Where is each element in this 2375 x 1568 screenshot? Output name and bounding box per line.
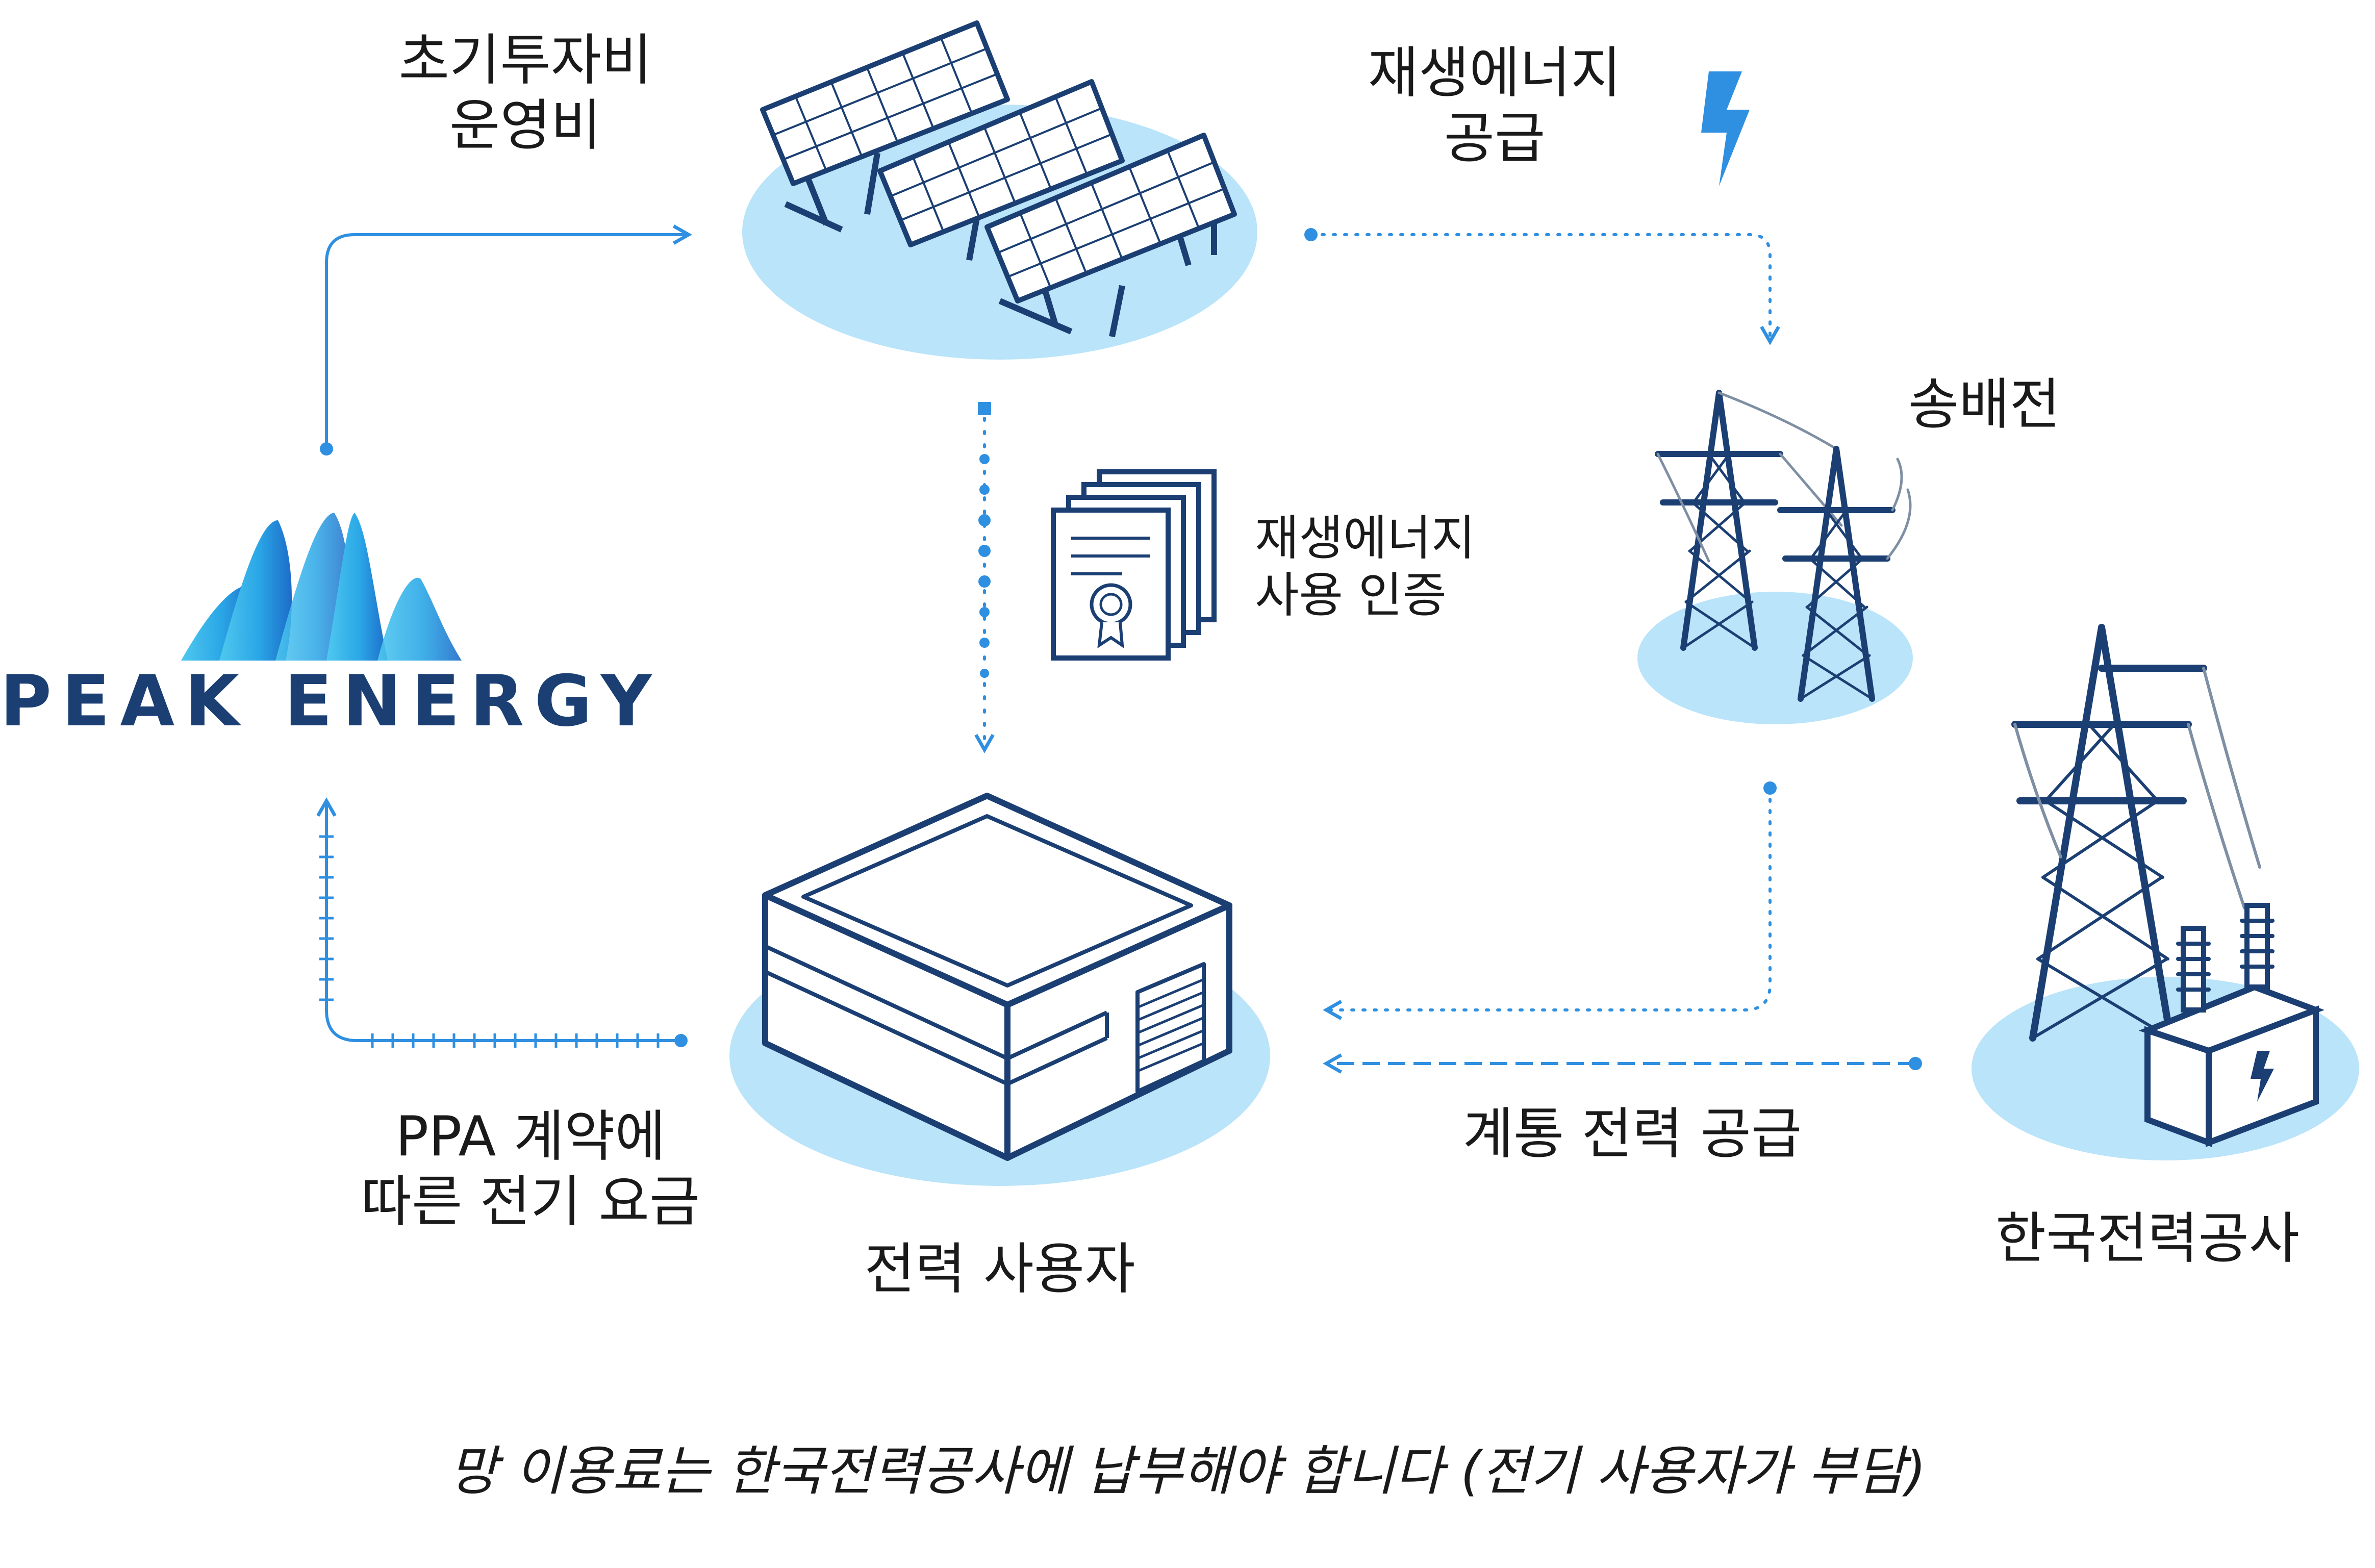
investment-label: 초기투자비 운영비	[377, 28, 673, 159]
investment-label-line-1: 초기투자비	[398, 29, 652, 92]
ppa-fee-label-line-2: 따른 전기 요금	[361, 1170, 700, 1234]
investment-arrow-origin	[320, 442, 333, 456]
certificate-stack-icon	[1051, 469, 1217, 661]
lightning-bolt-icon	[1701, 71, 1750, 186]
substation-transformer-icon	[2011, 624, 2325, 1147]
certificate-label-line-1: 재생에너지	[1255, 511, 1476, 566]
transmission-label: 송배전	[1908, 373, 2061, 437]
renewable-supply-label-line-1: 재생에너지	[1368, 41, 1622, 105]
ppa-fee-arrow	[316, 797, 681, 1042]
grid-supply-label: 계통 전력 공급	[1462, 1102, 1802, 1166]
footnote: 망 이용료는 한국전력공사에 납부해야 합니다 (전기 사용자가 부담)	[449, 1440, 1926, 1502]
power-user-label: 전력 사용자	[864, 1237, 1135, 1301]
solar-panel-1	[760, 20, 1010, 233]
transmission-arrow	[1323, 787, 1772, 1020]
transmission-tower-icon	[1655, 390, 1912, 702]
ppa-fee-label-line-1: PPA 계약에	[395, 1105, 666, 1169]
renewable-supply-origin	[1304, 228, 1318, 241]
certificate-label: 재생에너지 사용 인증	[1255, 510, 1530, 624]
solar-panels-icon	[760, 20, 1237, 338]
solar-panel-2	[877, 79, 1125, 261]
certificate-arrow-origin	[978, 402, 991, 415]
kepco-label: 한국전력공사	[1995, 1207, 2300, 1271]
renewable-supply-label: 재생에너지 공급	[1347, 41, 1643, 171]
tower-platform	[1637, 592, 1913, 724]
ppa-fee-label: PPA 계약에 따른 전기 요금	[326, 1104, 735, 1235]
solar-panel-3	[984, 133, 1237, 338]
renewable-supply-arrow	[1309, 233, 1780, 345]
ppa-fee-ticks	[319, 835, 660, 1048]
investment-arrow	[325, 224, 692, 449]
certificate-label-line-2: 사용 인증	[1255, 568, 1447, 623]
transformer-bolt-icon	[2251, 1051, 2274, 1102]
renewable-supply-label-line-2: 공급	[1444, 107, 1546, 170]
mountain-waves-logo	[181, 513, 462, 661]
factory-building-icon	[762, 793, 1232, 1161]
investment-label-line-2: 운영비	[449, 94, 602, 158]
brand-name: PEAK ENERGY	[0, 660, 662, 742]
certificate-arrow-beads	[978, 454, 991, 678]
